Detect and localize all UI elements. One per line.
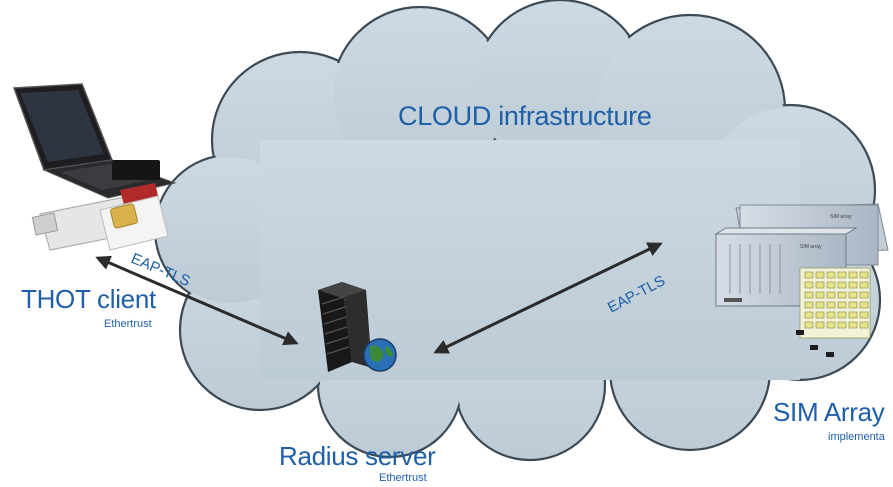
eap-tls-link-sim-arrow bbox=[433, 242, 663, 354]
sim-array-panel-label: SIM array bbox=[830, 214, 852, 220]
sim-array-vendor-label: implementa bbox=[828, 431, 885, 443]
eap-tls-link-client-arrow bbox=[95, 255, 299, 346]
server-name-label: Radius server bbox=[279, 441, 436, 471]
client-vendor-label: Ethertrust bbox=[104, 318, 152, 330]
radius-server-icon bbox=[318, 282, 397, 372]
sim-array-icon: SIM array SIM array bbox=[714, 203, 889, 357]
cloud-title: CLOUD infrastructure bbox=[398, 101, 652, 131]
client-name-label: THOT client bbox=[21, 284, 156, 314]
sim-array-panel-label-2: SIM array bbox=[800, 244, 822, 250]
server-vendor-label: Ethertrust bbox=[379, 472, 427, 484]
sim-array-name-label: SIM Array bbox=[773, 397, 885, 427]
laptop-usb-sim-icon bbox=[12, 83, 177, 251]
